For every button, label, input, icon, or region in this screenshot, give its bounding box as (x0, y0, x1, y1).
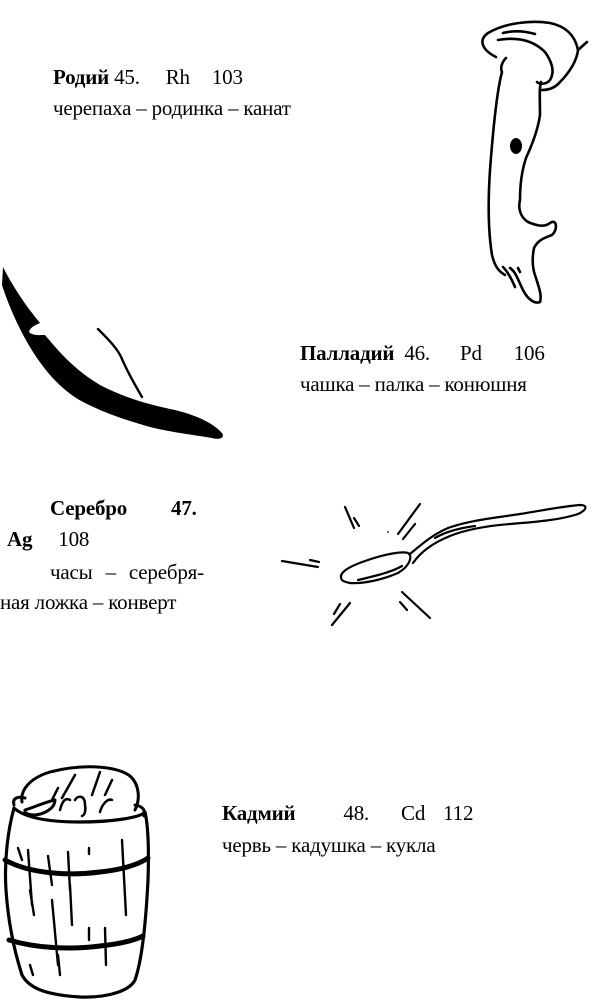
element-number: 45. (114, 65, 140, 89)
entry-silver-symbol-line: Ag 108 (7, 526, 89, 552)
entry-rhodium-associations: черепаха – родинка – канат (53, 96, 291, 120)
element-mass: 112 (443, 801, 474, 825)
element-mass: 103 (211, 65, 243, 89)
element-number: 47. (171, 496, 197, 520)
element-symbol: Rh (165, 65, 190, 89)
element-name: Кадмий (222, 801, 296, 825)
entry-palladium-associations: чашка – палка – конюшня (300, 372, 527, 396)
birthmark (510, 138, 522, 154)
element-mass: 106 (513, 341, 545, 365)
element-symbol: Pd (459, 341, 482, 365)
barrel-with-pickles-illustration (2, 765, 151, 999)
element-symbol: Ag (7, 527, 33, 551)
arm-with-birthmark-illustration (481, 20, 589, 304)
entry-silver-heading: Серебро 47. (50, 495, 197, 521)
entry-rhodium-heading: Родий 45. Rh 103 (53, 64, 243, 90)
shiny-spoon-illustration (280, 502, 587, 627)
entry-cadmium-associations: червь – кадушка – кукла (222, 833, 436, 857)
entry-cadmium-heading: Кадмий 48. Cd 112 (222, 800, 473, 826)
element-name: Палладий (300, 341, 395, 365)
element-number: 46. (404, 341, 430, 365)
element-mass: 108 (58, 527, 90, 551)
entry-silver-associations-line1: часы – серебря- (50, 560, 204, 584)
element-symbol: Cd (401, 801, 426, 825)
element-name: Родий (53, 65, 110, 89)
entry-palladium-heading: Палладий 46. Pd 106 (300, 340, 545, 366)
stick-illustration (2, 267, 223, 439)
element-number: 48. (343, 801, 370, 825)
entry-silver-associations-line2: ная ложка – конверт (0, 590, 177, 614)
element-name: Серебро (50, 496, 128, 520)
